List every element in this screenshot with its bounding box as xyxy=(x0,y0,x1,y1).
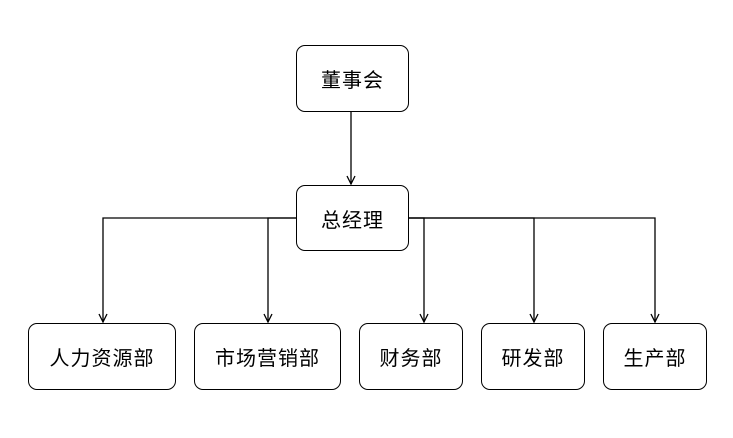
node-finance-department-label: 财务部 xyxy=(379,346,443,370)
edge-general-manager-to-marketing xyxy=(268,217,296,322)
node-rnd-department: 研发部 xyxy=(481,323,585,390)
edge-general-manager-to-production xyxy=(409,217,655,322)
node-rnd-department-label: 研发部 xyxy=(501,346,565,370)
edge-general-manager-to-rnd xyxy=(409,217,534,322)
node-hr-department: 人力资源部 xyxy=(28,323,176,390)
node-marketing-department-label: 市场营销部 xyxy=(215,346,320,370)
node-finance-department: 财务部 xyxy=(359,323,463,390)
node-general-manager-label: 总经理 xyxy=(321,207,384,232)
node-production-department: 生产部 xyxy=(603,323,707,390)
node-marketing-department: 市场营销部 xyxy=(194,323,341,390)
edge-general-manager-to-finance xyxy=(409,217,424,322)
edge-general-manager-to-hr xyxy=(103,217,296,322)
node-general-manager: 总经理 xyxy=(296,185,409,251)
node-board: 董事会 xyxy=(296,45,409,112)
node-board-label: 董事会 xyxy=(321,68,384,92)
node-hr-department-label: 人力资源部 xyxy=(49,346,155,370)
node-production-department-label: 生产部 xyxy=(623,346,687,370)
